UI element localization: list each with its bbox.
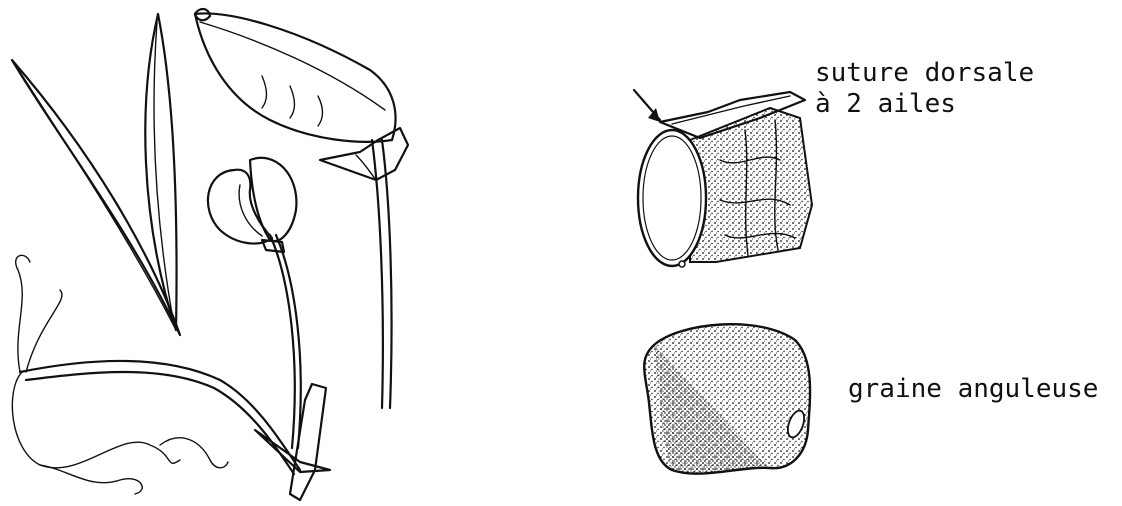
suture-label: suture dorsale à 2 ailes xyxy=(815,58,1034,120)
plant-drawing xyxy=(12,9,408,500)
suture-label-line2: à 2 ailes xyxy=(815,89,1034,120)
seed-drawing xyxy=(644,324,810,473)
seed-label: graine anguleuse xyxy=(848,374,1098,405)
suture-label-line1: suture dorsale xyxy=(815,58,1034,89)
pod-section-drawing xyxy=(634,90,812,267)
